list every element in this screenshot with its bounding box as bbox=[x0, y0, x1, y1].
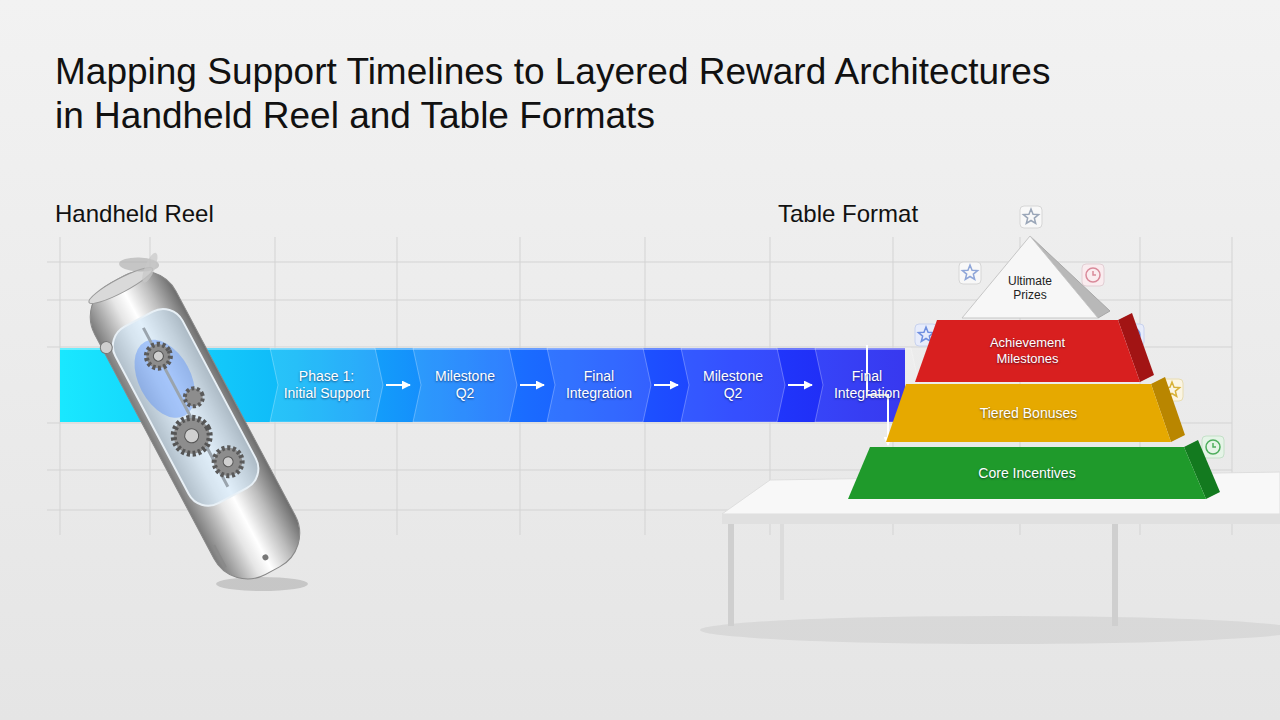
timeline-segment: Milestone Q2 bbox=[413, 348, 517, 422]
reward-icons bbox=[1023, 209, 1038, 223]
tier-label: Tiered Bonuses bbox=[980, 405, 1078, 422]
flow-arrow bbox=[386, 384, 410, 386]
phase-label: Milestone Q2 bbox=[425, 368, 505, 402]
handheld-reel bbox=[216, 577, 308, 591]
section-label: Table Format bbox=[778, 200, 918, 229]
timeline-segment-face bbox=[270, 348, 383, 422]
reward-icons bbox=[1082, 264, 1104, 286]
phase-label: Final Integration bbox=[559, 368, 639, 402]
timeline-segment-face bbox=[413, 348, 517, 422]
pyramid-tier-face bbox=[962, 236, 1098, 318]
flow-arrow bbox=[520, 384, 544, 386]
tier-label: Ultimate Prizes bbox=[995, 274, 1065, 303]
timeline-segment: Phase 1: Initial Support bbox=[270, 348, 383, 422]
handheld-reel bbox=[142, 340, 174, 372]
reward-icons bbox=[959, 262, 981, 284]
timeline-segment: Milestone Q2 bbox=[681, 348, 785, 422]
pyramid-tier: Achievement Milestones bbox=[915, 320, 1140, 382]
reward-icons bbox=[1202, 436, 1224, 458]
pyramid-tier-face bbox=[886, 384, 1171, 442]
reward-icons bbox=[1206, 440, 1220, 454]
section-label: Handheld Reel bbox=[55, 200, 214, 229]
table bbox=[1112, 524, 1118, 626]
phase-label: Milestone Q2 bbox=[693, 368, 773, 402]
phase-label: Phase 1: Initial Support bbox=[282, 368, 371, 402]
handheld-reel bbox=[182, 385, 206, 409]
handheld-reel bbox=[182, 426, 201, 445]
table bbox=[728, 524, 734, 626]
handheld-reel bbox=[152, 349, 166, 363]
reward-icons bbox=[1082, 264, 1104, 286]
handheld-reel bbox=[209, 443, 247, 481]
reward-icons bbox=[1202, 436, 1224, 458]
tier-label: Core Incentives bbox=[978, 465, 1075, 482]
handheld-reel bbox=[105, 301, 266, 513]
handheld-reel bbox=[167, 411, 216, 460]
reward-icons bbox=[962, 265, 977, 279]
reward-icons bbox=[1086, 268, 1100, 282]
tier-label: Achievement Milestones bbox=[968, 335, 1088, 366]
reward-icons bbox=[959, 262, 981, 284]
pyramid-tier: Core Incentives bbox=[848, 447, 1206, 499]
diagram-title: Mapping Support Timelines to Layered Rew… bbox=[55, 50, 1075, 139]
pyramid-tier: Tiered Bonuses bbox=[886, 384, 1171, 442]
handheld-reel bbox=[214, 545, 226, 567]
handheld-reel bbox=[221, 455, 235, 469]
table bbox=[722, 514, 1280, 524]
table bbox=[700, 616, 1280, 644]
handheld-reel bbox=[77, 258, 313, 593]
reward-icons bbox=[1020, 206, 1042, 228]
phase-label: Final Integration bbox=[827, 368, 907, 402]
timeline-segment-face bbox=[681, 348, 785, 422]
pyramid-tier-face bbox=[848, 447, 1206, 499]
timeline-segment-face bbox=[547, 348, 651, 422]
pyramid-tier: Ultimate Prizes bbox=[962, 236, 1098, 318]
flow-arrow bbox=[654, 384, 678, 386]
handheld-reel bbox=[261, 553, 269, 561]
handheld-reel bbox=[122, 329, 207, 428]
handheld-reel bbox=[139, 251, 160, 284]
handheld-reel bbox=[98, 339, 114, 355]
flow-arrow bbox=[788, 384, 812, 386]
timeline-segment: Final Integration bbox=[547, 348, 651, 422]
reward-icons bbox=[1020, 206, 1042, 228]
pyramid-tier-face bbox=[915, 320, 1140, 382]
